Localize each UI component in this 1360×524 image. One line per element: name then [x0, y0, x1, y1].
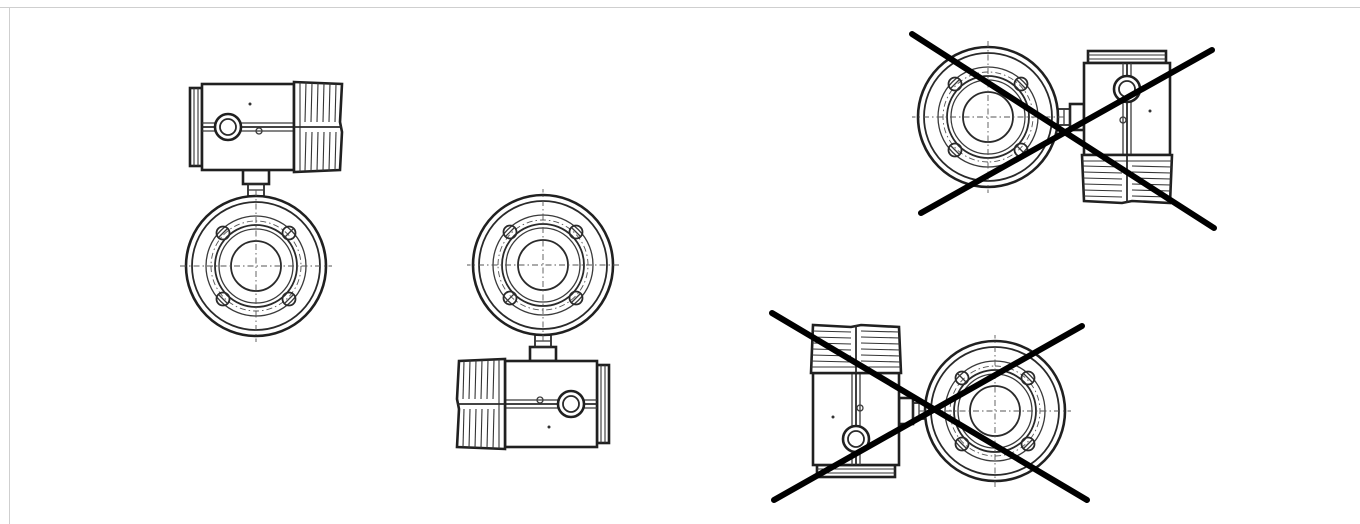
frame-top-border	[0, 7, 1360, 8]
frame-left-border	[9, 7, 10, 524]
not-allowed-cross-mark-top	[909, 31, 1217, 231]
flowmeter-view-transmitter-down	[455, 187, 621, 451]
not-allowed-cross-mark-bottom	[769, 310, 1090, 503]
flowmeter-view-transmitter-up	[178, 80, 344, 344]
